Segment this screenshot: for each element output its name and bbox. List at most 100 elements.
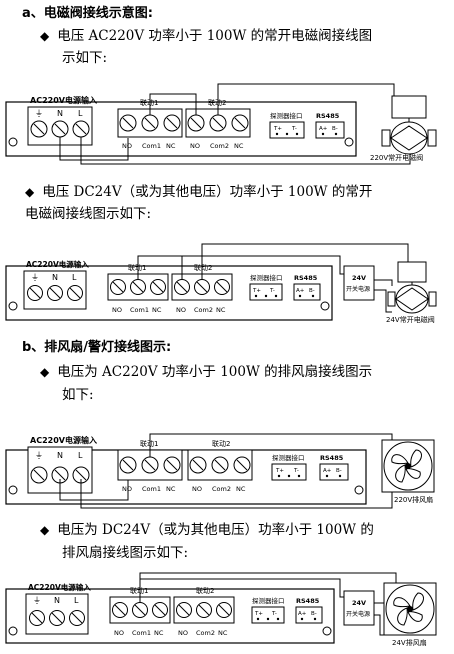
rs485-label: RS485 <box>296 597 320 605</box>
ground-symbol: ⏚ <box>35 451 43 460</box>
relay2-nc-label: NC <box>236 485 246 493</box>
relay2-nc-label: NC <box>218 629 228 637</box>
relay2-com-label: Com2 <box>194 306 213 314</box>
paragraph-1-line1: ◆电压 AC220V 功率小于 100W 的常开电磁阀接线图 <box>40 28 373 44</box>
psu-label-line2: 开关电源 <box>346 285 370 293</box>
relay1-label: 联动1 <box>128 263 146 272</box>
screw-terminal-icon <box>72 466 90 484</box>
relay1-terminal-block: NO Com1 NC <box>117 108 183 150</box>
relay1-terminal-block: NO Com1 NC <box>117 449 183 493</box>
relay1-nc-label: NC <box>152 306 162 314</box>
power-supply-icon: 24V 开关电源 <box>343 265 375 301</box>
relay2-terminal-block: NO Com2 NC <box>185 108 251 150</box>
relay2-label: 联动2 <box>194 263 212 272</box>
screw-terminal-icon <box>233 456 251 474</box>
screw-terminal-icon <box>110 279 126 295</box>
relay1-com-label: Com1 <box>130 306 149 314</box>
psu-label-line1: 24V <box>352 274 366 282</box>
detector-t-plus: T+ <box>252 288 261 294</box>
relay2-nc-label: NC <box>216 306 226 314</box>
power-input-label: AC220V电源输入 <box>28 582 91 592</box>
screw-terminal-icon <box>141 456 159 474</box>
wiring <box>139 572 397 636</box>
relay1-no-label: NO <box>112 306 122 314</box>
rs485-b-minus: B- <box>332 126 338 132</box>
ground-symbol: ⏚ <box>33 596 41 605</box>
detector-port-label: 探测器接口 <box>250 273 283 282</box>
screw-terminal-icon <box>132 602 148 618</box>
screw-terminal-icon <box>163 114 181 132</box>
screw-terminal-icon <box>29 610 45 626</box>
wiring <box>137 243 409 313</box>
relay1-no-label: NO <box>122 485 132 493</box>
screw-terminal-icon <box>176 602 192 618</box>
screw-terminal-icon <box>69 610 85 626</box>
detector-t-minus: T- <box>271 611 277 617</box>
ground-symbol: ⏚ <box>31 273 39 282</box>
rs485-label: RS485 <box>294 274 318 282</box>
relay2-no-label: NO <box>178 629 188 637</box>
relay1-no-label: NO <box>114 629 124 637</box>
relay1-com-label: Com1 <box>142 142 161 150</box>
screw-terminal-icon <box>130 279 146 295</box>
diamond-bullet-icon: ◆ <box>25 185 35 199</box>
screw-terminal-icon <box>27 285 43 301</box>
rs485-b-minus: B- <box>309 288 315 294</box>
relay1-nc-label: NC <box>166 485 176 493</box>
diamond-bullet-icon: ◆ <box>40 29 50 43</box>
screw-terminal-icon <box>231 114 249 132</box>
paragraph-4-line1: ◆电压为 DC24V（或为其他电压）功率小于 100W 的 <box>40 522 374 538</box>
rs485-a-plus: A+ <box>298 611 307 617</box>
diagram-valve-dc24: AC220V电源输入 ⏚ N L 联动1 NO Com1 NC 联动2 NO C… <box>5 243 437 324</box>
relay2-com-label: Com2 <box>212 485 231 493</box>
screw-terminal-icon <box>211 456 229 474</box>
neutral-label: N <box>57 451 63 460</box>
neutral-label: N <box>54 596 60 605</box>
power-terminal-block: ⏚ N L <box>25 593 89 635</box>
relay2-label: 联动2 <box>212 439 230 448</box>
diagram-valve-ac220: AC220V电源输入 ⏚ N L 联动1 NO Com1 NC 联动2 NO C… <box>5 83 437 165</box>
rs485-port: RS485 A+ B- <box>315 112 345 139</box>
screw-terminal-icon <box>187 114 205 132</box>
screw-terminal-icon <box>30 466 48 484</box>
psu-label-line2: 开关电源 <box>346 610 370 618</box>
detector-port: 探测器接口 T+ T- <box>269 111 305 139</box>
relay1-label: 联动1 <box>140 439 158 448</box>
paragraph-2-line1: ◆电压 DC24V（或为其他电压）功率小于 100W 的常开 <box>25 184 373 200</box>
relay2-terminal-block: NO Com2 NC <box>187 449 253 493</box>
screw-terminal-icon <box>112 602 128 618</box>
power-input-label: AC220V电源输入 <box>26 259 89 269</box>
relay2-no-label: NO <box>192 485 202 493</box>
detector-port: 探测器接口 T+ T- <box>251 596 285 624</box>
screw-terminal-icon <box>189 456 207 474</box>
screw-terminal-icon <box>119 456 137 474</box>
rs485-port: RS485 A+ B- <box>295 597 323 624</box>
relay2-com-label: Com2 <box>210 142 229 150</box>
valve-24-label: 24V常开电磁阀 <box>386 315 435 324</box>
relay2-nc-label: NC <box>234 142 244 150</box>
relay1-com-label: Com1 <box>142 485 161 493</box>
rs485-a-plus: A+ <box>296 288 305 294</box>
screw-terminal-icon <box>51 466 69 484</box>
detector-port-label: 探测器接口 <box>270 111 303 120</box>
solenoid-valve-icon <box>381 95 437 155</box>
solenoid-valve-icon <box>387 261 437 314</box>
neutral-label: N <box>57 109 63 118</box>
power-supply-icon: 24V 开关电源 <box>343 590 375 626</box>
detector-t-plus: T+ <box>273 126 282 132</box>
fan-24-label: 24V排风扇 <box>392 638 427 647</box>
relay1-nc-label: NC <box>154 629 164 637</box>
exhaust-fan-icon <box>381 439 435 493</box>
screw-terminal-icon <box>152 602 168 618</box>
rs485-a-plus: A+ <box>319 126 328 132</box>
power-terminal-block: ⏚ N L <box>23 270 87 310</box>
detector-t-plus: T+ <box>254 611 263 617</box>
live-label: L <box>72 273 77 282</box>
rs485-label: RS485 <box>320 454 344 462</box>
detector-port-label: 探测器接口 <box>272 453 305 462</box>
relay1-com-label: Com1 <box>132 629 151 637</box>
screw-terminal-icon <box>196 602 212 618</box>
detector-t-plus: T+ <box>275 468 284 474</box>
detector-port: 探测器接口 T+ T- <box>271 453 307 481</box>
screw-terminal-icon <box>194 279 210 295</box>
